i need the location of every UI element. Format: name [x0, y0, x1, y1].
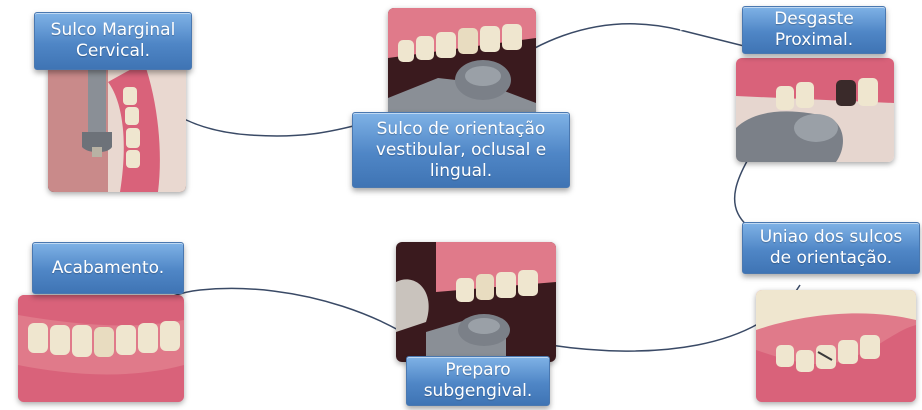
step-label-finishing: Acabamento.: [32, 242, 184, 294]
step-label-line: Acabamento.: [52, 258, 164, 279]
photo-orientation-groove: [388, 8, 536, 120]
photo-finishing: [18, 295, 184, 402]
step-label-line: Uniao dos sulcos: [760, 227, 903, 248]
connector-3-accent: [680, 28, 742, 40]
step-label-line: subgengival.: [424, 381, 533, 402]
step-label-groove-union: Uniao dos sulcos de orientação.: [742, 222, 920, 274]
step-label-subgingival-prep: Preparo subgengival.: [406, 356, 550, 406]
step-label-line: de orientação.: [770, 248, 892, 269]
photo-proximal-wear: [736, 58, 894, 162]
step-label-marginal-cervical: Sulco Marginal Cervical.: [34, 12, 192, 70]
step-label-line: Preparo: [445, 360, 510, 381]
step-label-orientation-groove: Sulco de orientação vestibular, oclusal …: [352, 112, 570, 188]
step-label-proximal-wear: Desgaste Proximal.: [742, 6, 886, 54]
step-label-line: Sulco Marginal: [51, 20, 176, 41]
step-label-line: vestibular, oclusal e: [376, 140, 546, 161]
photo-marginal-cervical: [48, 62, 186, 192]
step-label-line: Cervical.: [76, 41, 150, 62]
photo-subgingival-prep: [396, 242, 556, 362]
photo-groove-union: [756, 290, 916, 402]
step-label-line: Sulco de orientação: [377, 119, 546, 140]
step-label-line: Desgaste: [774, 9, 854, 30]
step-label-line: Proximal.: [775, 30, 853, 51]
step-label-line: lingual.: [430, 161, 492, 182]
